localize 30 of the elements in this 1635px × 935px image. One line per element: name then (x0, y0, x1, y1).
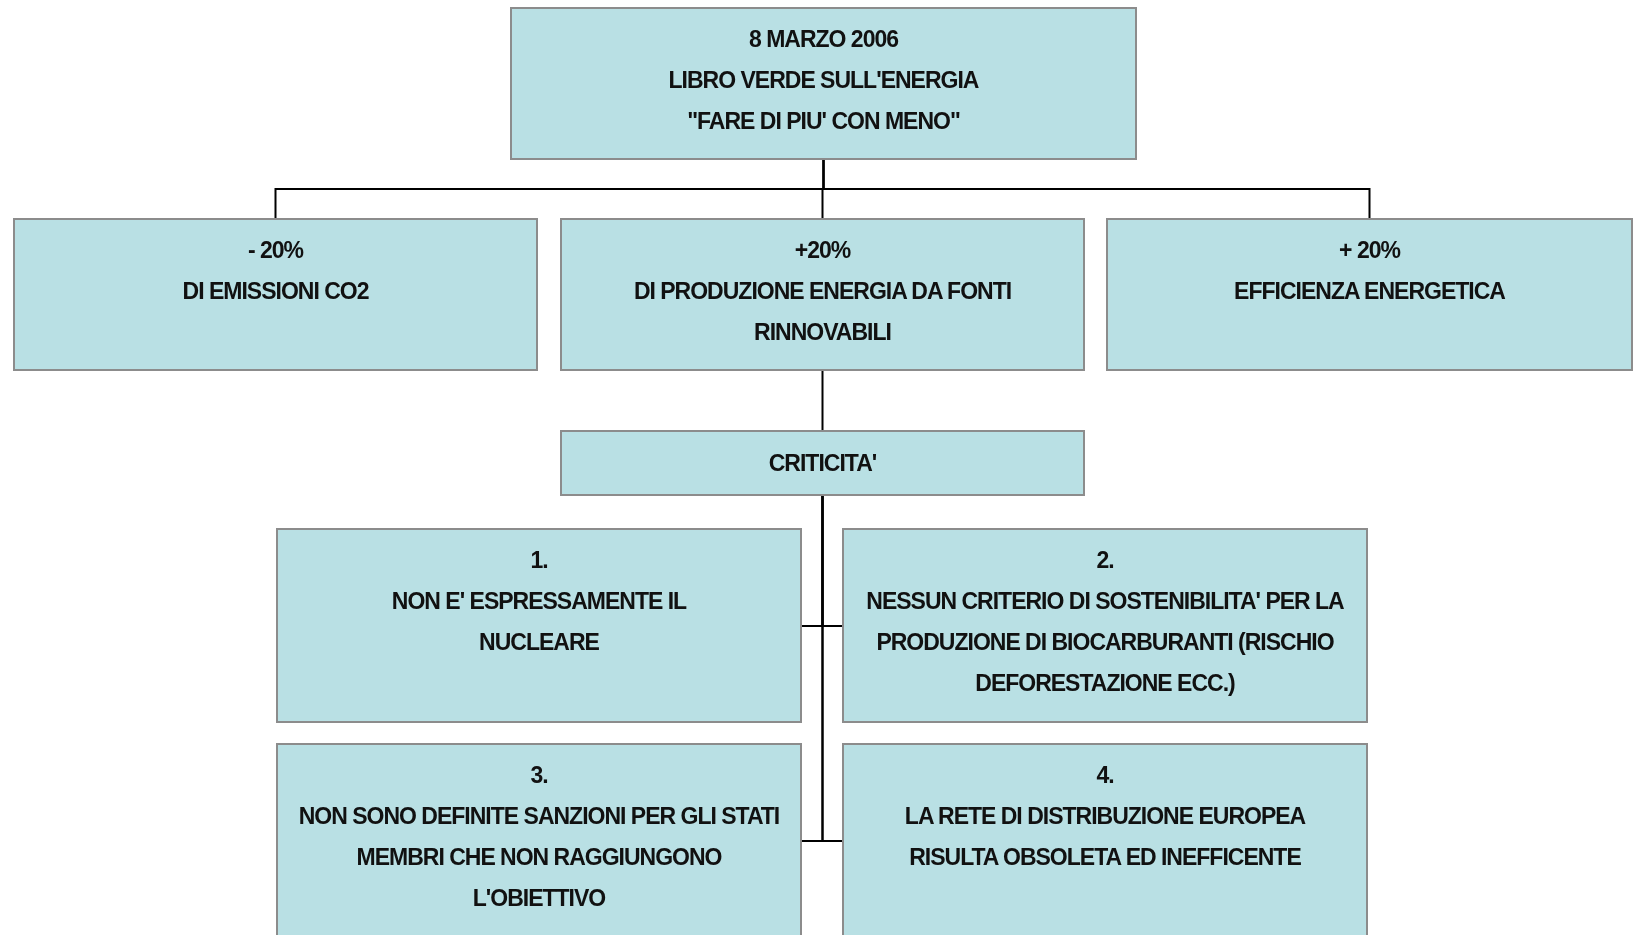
heading-box (560, 430, 1085, 496)
goal-box (13, 218, 538, 371)
connector-line (821, 370, 824, 431)
box-text: LIBRO VERDE SULL'ENERGIA (668, 66, 979, 95)
title-box (510, 7, 1137, 160)
box-text: DI PRODUZIONE ENERGIA DA FONTI RINNOVABILI (632, 277, 1013, 347)
connector-line (821, 495, 843, 842)
goal-box (560, 218, 1085, 371)
issue-box (842, 743, 1368, 935)
box-text: NON SONO DEFINITE SANZIONI PER GLI STATI MEMBRI CHE NON RAGGIUNGONO L'OBIETTIVO (297, 802, 781, 913)
connector-line (822, 159, 1371, 219)
box-text: 8 MARZO 2006 (748, 25, 899, 54)
issue-box (276, 528, 802, 723)
goal-box (1106, 218, 1633, 371)
percentage-text: + 20% (1339, 236, 1400, 265)
box-text: LA RETE DI DISTRIBUZIONE EUROPEA RISULTA OBSOLETA ED INEFFICENTE (904, 802, 1306, 872)
box-text: "FARE DI PIU' CON MENO" (687, 107, 960, 136)
box-text: NON E' ESPRESSAMENTE IL NUCLEARE (390, 587, 688, 657)
box-text: EFFICIENZA ENERGETICA (1234, 277, 1505, 306)
item-number: 1. (530, 546, 548, 575)
percentage-text: - 20% (247, 236, 304, 265)
issue-box (842, 528, 1368, 723)
item-number: 4. (1096, 761, 1114, 790)
percentage-text: +20% (794, 236, 851, 265)
box-text: NESSUN CRITERIO DI SOSTENIBILITA' PER LA PRODUZIONE DI BIOCARBURANTI (RISCHIO DEFORESTAZIONE ECC.) (865, 587, 1345, 698)
issue-box (276, 743, 802, 935)
box-text: CRITICITA' (768, 448, 877, 478)
item-number: 3. (530, 761, 548, 790)
item-number: 2. (1096, 546, 1114, 575)
box-text: DI EMISSIONI CO2 (182, 277, 369, 306)
